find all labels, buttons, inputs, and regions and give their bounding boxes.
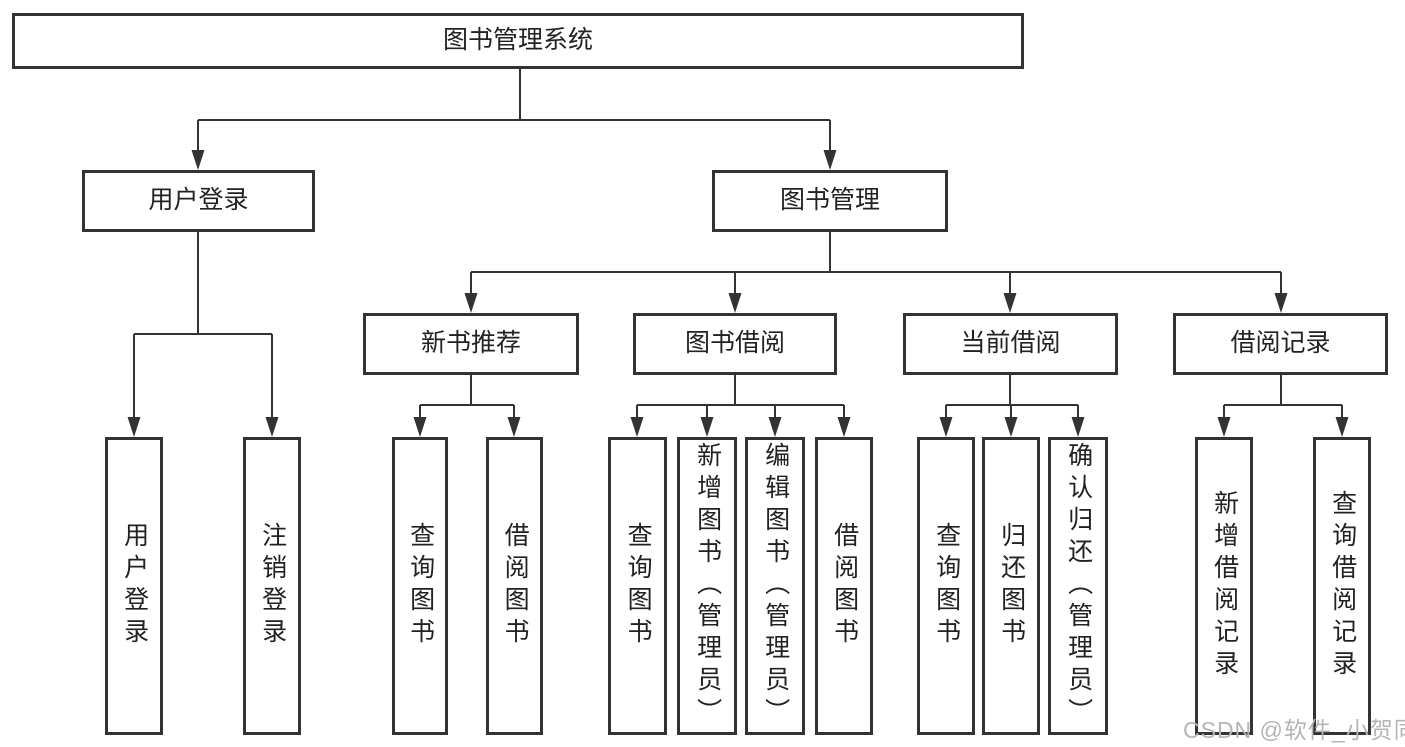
- node-current-borrow: 当前借阅: [903, 313, 1118, 375]
- leaf-borrow-books-recommend: 借阅图书: [486, 437, 543, 735]
- node-borrow-records: 借阅记录: [1173, 313, 1388, 375]
- leaf-user-login: 用户登录: [105, 437, 163, 735]
- node-user-login: 用户登录: [82, 170, 315, 232]
- node-book-management: 图书管理: [712, 170, 948, 232]
- leaf-add-book-admin: 新增图书（管理员）: [677, 437, 737, 735]
- leaf-query-books-borrow: 查询图书: [608, 437, 667, 735]
- node-root-system: 图书管理系统: [12, 13, 1024, 69]
- leaf-add-borrow-record: 新增借阅记录: [1195, 437, 1253, 735]
- node-new-book-recommend: 新书推荐: [363, 313, 579, 375]
- leaf-logout: 注销登录: [243, 437, 301, 735]
- leaf-edit-book-admin: 编辑图书（管理员）: [745, 437, 805, 735]
- leaf-query-books-recommend: 查询图书: [392, 437, 448, 735]
- leaf-return-books: 归还图书: [982, 437, 1040, 735]
- leaf-query-books-current: 查询图书: [917, 437, 975, 735]
- node-book-borrow: 图书借阅: [633, 313, 837, 375]
- leaf-confirm-return-admin: 确认归还（管理员）: [1048, 437, 1108, 735]
- leaf-borrow-books: 借阅图书: [815, 437, 873, 735]
- watermark: CSDN @软件_小贺同学: [1183, 717, 1405, 743]
- leaf-query-borrow-record: 查询借阅记录: [1313, 437, 1371, 735]
